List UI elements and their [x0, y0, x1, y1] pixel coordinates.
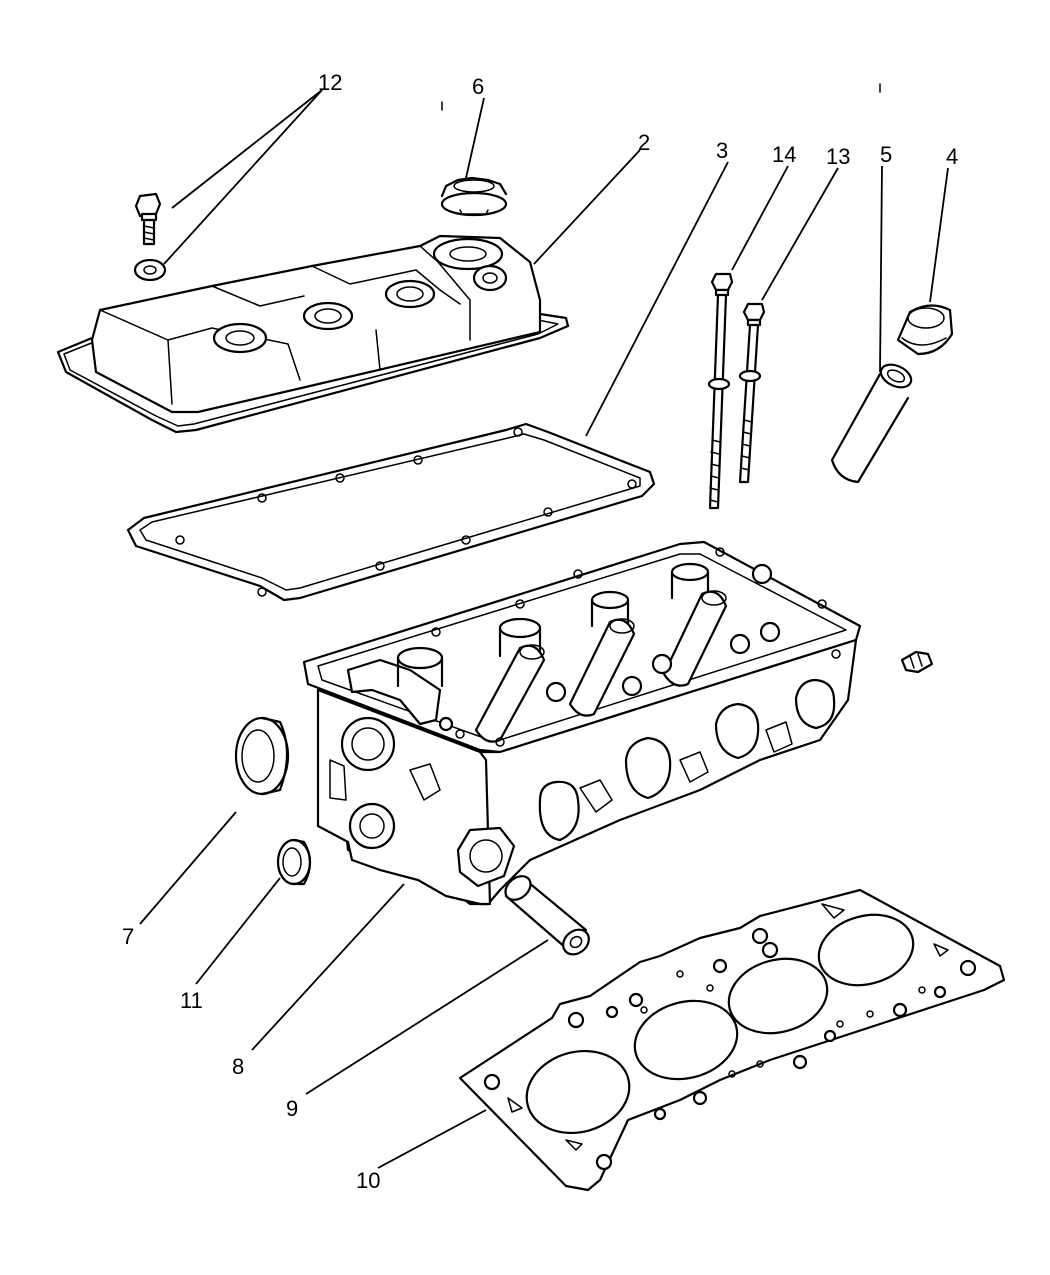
callout-3: 3: [716, 138, 728, 163]
callout-12: 12: [318, 70, 342, 95]
cover-bolt-and-grommet: [133, 192, 167, 282]
temperature-sensor-fitting: [900, 650, 934, 674]
camshaft-seal: [234, 716, 290, 796]
leader-lines: [139, 89, 949, 1169]
callout-8: 8: [232, 1054, 244, 1079]
callout-6: 6: [472, 74, 484, 99]
valve-cover: [56, 234, 570, 434]
callout-14: 14: [772, 142, 796, 167]
head-bolt-long: [707, 272, 734, 510]
valve-cover-gasket: [126, 422, 656, 602]
callout-11: 11: [180, 988, 203, 1013]
callout-7: 7: [122, 924, 134, 949]
callout-labels: 12 6 2 3 14 13 5 4 7 11 8 9 10: [122, 70, 958, 1193]
head-bolt-short: [738, 302, 766, 484]
cup-plug: [276, 838, 312, 886]
oil-filler-cap: [440, 176, 508, 217]
spark-plug-tube-seal: [896, 304, 954, 356]
head-gasket: [458, 888, 1006, 1192]
callout-9: 9: [286, 1096, 298, 1121]
tube-sleeve: [504, 875, 590, 956]
callout-13: 13: [826, 144, 850, 169]
callout-10: 10: [356, 1168, 380, 1193]
cylinder-head: [302, 540, 862, 906]
callout-5: 5: [880, 142, 892, 167]
callout-2: 2: [638, 130, 650, 155]
callout-4: 4: [946, 144, 958, 169]
spark-plug-tube: [830, 363, 913, 484]
